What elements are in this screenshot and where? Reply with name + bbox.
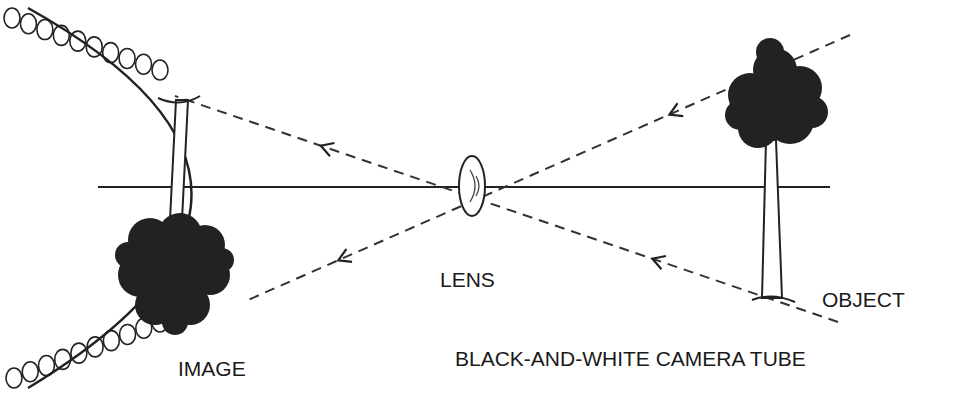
part-label: OBJECT [822,288,905,311]
part-label: LENS [440,268,495,291]
coil-turn [87,337,103,357]
arrowhead [338,249,352,262]
light-rays [175,35,850,322]
lens-shading [470,170,479,202]
light-ray [175,96,838,322]
arrowhead [652,256,666,269]
coil-turn [53,25,69,45]
arrowhead [669,103,683,116]
deflection-coil [4,8,168,388]
coil-turn [37,20,53,40]
coil-turn [71,343,87,363]
coil-turn [119,48,135,68]
object-tree [725,38,828,302]
coil-turn [103,43,119,63]
part-label: IMAGE [178,357,246,380]
coil-turn [4,8,20,28]
coil-turn [103,331,119,351]
caption-text: BLACK-AND-WHITE CAMERA TUBE [455,347,806,370]
coil-turn [70,31,86,51]
coil-turn [22,362,38,382]
coil-turn [38,356,54,376]
lens-symbol [459,156,485,216]
arrowhead [321,143,335,156]
coil-turn [136,54,152,74]
coil-turn [20,14,36,34]
light-ray [248,35,850,300]
tube-face [28,8,192,388]
coil-turn [86,37,102,57]
image-tree [115,96,234,335]
coil-turn [6,368,22,388]
coil-turn [120,324,136,344]
coil-turn [55,349,71,369]
coil-turn [152,60,168,80]
